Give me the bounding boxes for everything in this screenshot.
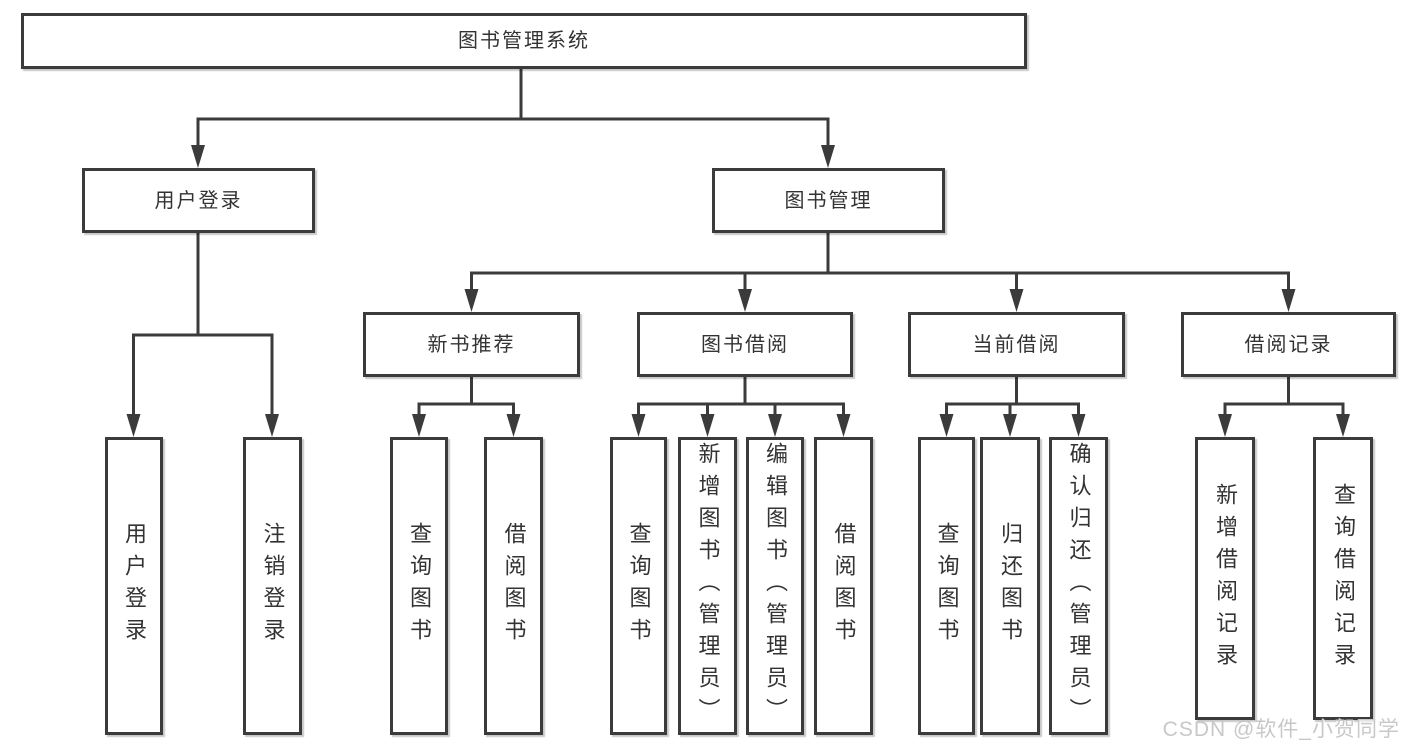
node-book-borrow: 图书借阅	[637, 312, 853, 377]
connector-user-login-branch	[132, 233, 274, 415]
arrowhead-icon	[412, 414, 426, 437]
node-label: 当前借阅	[972, 333, 1061, 356]
node-book-management: 图书管理	[712, 168, 945, 233]
node-borrow-records: 借阅记录	[1181, 312, 1396, 377]
arrowhead-icon	[700, 414, 715, 437]
node-user-login: 用户登录	[82, 168, 315, 233]
arrowhead-icon	[631, 414, 646, 437]
leaf-label: 用户登录	[122, 522, 147, 650]
leaf-edit-books-admin: 编辑图书（管理员）	[746, 437, 804, 735]
watermark: CSDN @软件_小贺同学	[1162, 718, 1400, 741]
connector-book-management-branch	[470, 233, 1290, 293]
connector-borrow-branch	[637, 377, 845, 416]
leaf-query-borrow-record: 查询借阅记录	[1313, 437, 1373, 720]
leaf-add-books-admin: 新增图书（管理员）	[678, 437, 737, 735]
arrowhead-icon	[1071, 414, 1086, 437]
leaf-label: 查询借阅记录	[1331, 482, 1356, 675]
leaf-add-borrow-record: 新增借阅记录	[1195, 437, 1255, 720]
leaf-label: 新增图书（管理员）	[695, 442, 721, 730]
arrowhead-icon	[126, 414, 141, 437]
leaf-query-books-current: 查询图书	[918, 437, 975, 735]
leaf-user-login: 用户登录	[105, 437, 163, 735]
connector-current-branch	[945, 377, 1080, 416]
leaf-query-books-recommend: 查询图书	[390, 437, 448, 735]
node-label: 新书推荐	[427, 333, 516, 356]
arrowheads	[126, 145, 1350, 437]
leaf-label: 注销登录	[260, 522, 286, 650]
arrowhead-icon	[738, 289, 752, 312]
node-label: 图书管理	[784, 189, 873, 212]
leaf-borrow-books: 借阅图书	[814, 437, 873, 735]
connector-records-branch	[1223, 377, 1345, 416]
leaf-label: 查询图书	[934, 522, 960, 650]
arrowhead-icon	[1009, 289, 1024, 312]
node-current-borrow: 当前借阅	[908, 312, 1125, 377]
leaf-label: 借阅图书	[831, 522, 857, 650]
arrowhead-icon	[1281, 289, 1296, 312]
node-label: 图书借阅	[701, 333, 789, 356]
arrowhead-icon	[1336, 414, 1350, 437]
arrowhead-icon	[836, 414, 851, 437]
leaf-logout: 注销登录	[243, 437, 302, 735]
node-library-management-system: 图书管理系统	[21, 13, 1027, 69]
arrowhead-icon	[1218, 414, 1232, 437]
node-label: 用户登录	[154, 189, 243, 212]
leaf-borrow-books-recommend: 借阅图书	[484, 437, 543, 735]
leaf-confirm-return-admin: 确认归还（管理员）	[1049, 437, 1108, 735]
connector-root-trunk	[196, 69, 830, 146]
leaf-label: 新增借阅记录	[1213, 482, 1238, 675]
leaf-label: 查询图书	[407, 522, 432, 650]
leaf-label: 编辑图书（管理员）	[763, 442, 788, 730]
arrowhead-icon	[1003, 414, 1017, 437]
node-new-book-recommend: 新书推荐	[363, 312, 580, 377]
connector-recommend-branch	[417, 377, 515, 416]
arrowhead-icon	[464, 289, 479, 312]
arrowhead-icon	[821, 145, 835, 168]
leaf-query-books-borrow: 查询图书	[610, 437, 667, 735]
arrowhead-icon	[265, 414, 279, 437]
leaf-return-books: 归还图书	[980, 437, 1040, 735]
arrowhead-icon	[768, 414, 782, 437]
leaf-label: 借阅图书	[501, 522, 527, 650]
node-label: 图书管理系统	[458, 30, 590, 52]
arrowhead-icon	[939, 414, 954, 437]
leaf-label: 归还图书	[998, 522, 1023, 650]
arrowhead-icon	[506, 414, 521, 437]
node-label: 借阅记录	[1244, 333, 1333, 356]
leaf-label: 确认归还（管理员）	[1066, 442, 1092, 730]
arrowhead-icon	[191, 145, 205, 168]
leaf-label: 查询图书	[626, 522, 652, 650]
